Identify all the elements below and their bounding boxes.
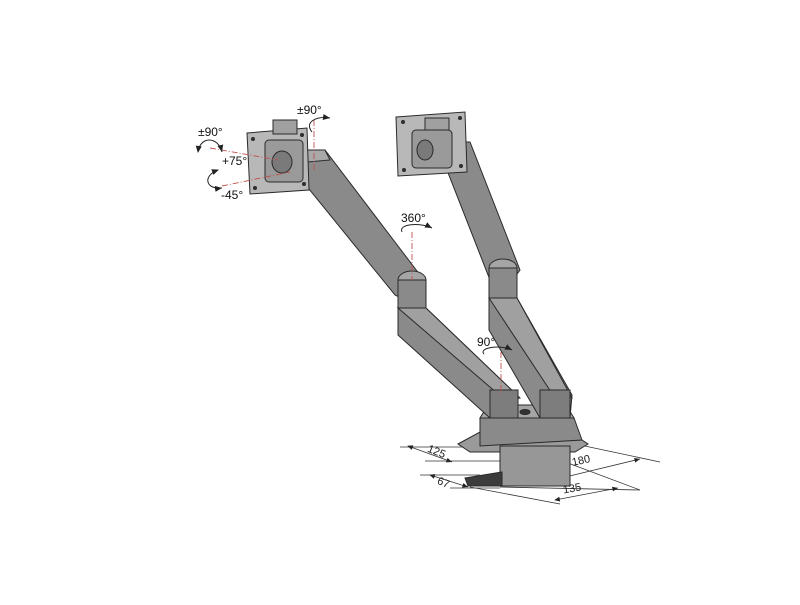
desk-clamp-base bbox=[457, 404, 589, 487]
label-swivel-top: ±90° bbox=[297, 103, 322, 117]
label-elbow-rotation: 360° bbox=[401, 211, 426, 225]
left-arm bbox=[299, 149, 522, 419]
label-tilt-up: +75° bbox=[222, 154, 248, 168]
label-tilt-horizontal: ±90° bbox=[198, 125, 223, 139]
right-vesa-plate bbox=[395, 111, 468, 177]
label-tilt-down: -45° bbox=[221, 188, 244, 202]
dimension-lines bbox=[400, 444, 661, 505]
right-arm bbox=[444, 141, 573, 419]
rotation-arrows bbox=[195, 114, 513, 355]
left-vesa-plate bbox=[246, 119, 310, 195]
label-base-rotation: 90° bbox=[477, 335, 496, 349]
